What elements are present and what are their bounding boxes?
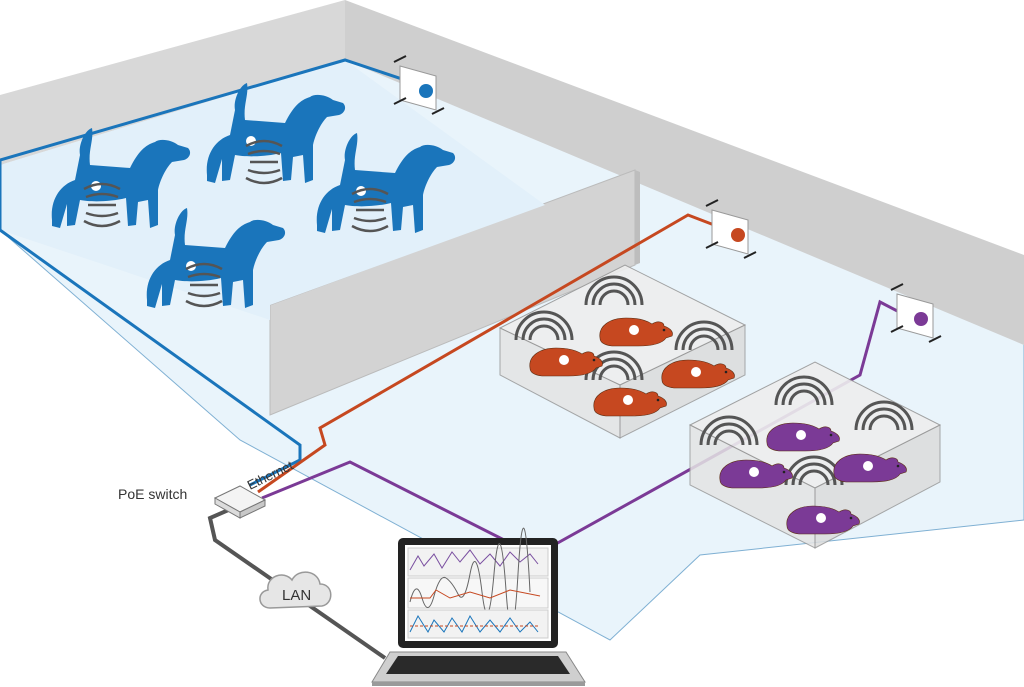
laptop-screen-traces bbox=[407, 527, 549, 639]
dog-cable bbox=[0, 58, 421, 487]
receiver-icon bbox=[705, 199, 757, 259]
mouse-icon bbox=[833, 453, 908, 483]
mouse-icon bbox=[786, 505, 861, 535]
receiver-icon bbox=[890, 283, 942, 343]
lan-label: LAN bbox=[282, 587, 311, 604]
partition-edge bbox=[635, 170, 640, 265]
rat-icon bbox=[593, 387, 668, 417]
right-wall bbox=[345, 0, 1024, 345]
back-wall bbox=[0, 0, 345, 165]
cloud-icon bbox=[259, 571, 332, 609]
rat-icon bbox=[661, 359, 736, 389]
receiver-icon bbox=[393, 55, 445, 115]
rat-icon bbox=[529, 347, 604, 377]
dog-room-floor bbox=[0, 60, 545, 320]
mouse-icon bbox=[719, 459, 794, 489]
laptop-icon[interactable] bbox=[371, 527, 586, 686]
mouse-icon bbox=[766, 422, 841, 452]
rat-icon bbox=[599, 317, 674, 347]
switch-icon[interactable] bbox=[213, 485, 267, 519]
poe-switch-label: PoE switch bbox=[118, 486, 187, 502]
rat-cable bbox=[257, 213, 723, 494]
